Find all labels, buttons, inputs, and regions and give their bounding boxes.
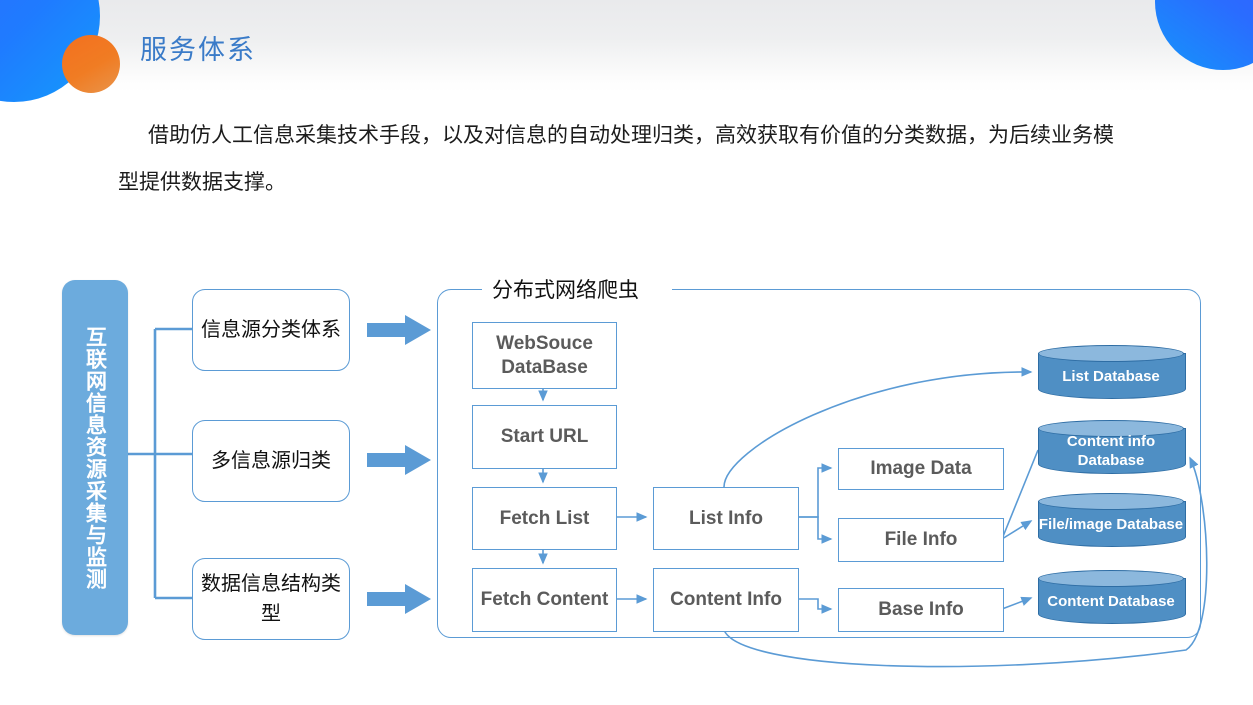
flow-box-fetch-content-label: Fetch Content [480, 589, 609, 610]
database-cylinder-top [1038, 493, 1184, 510]
flow-box-file-info[interactable]: File Info [838, 518, 1004, 562]
orange-circle-decoration [62, 35, 120, 93]
database-cylinder-content[interactable]: Content Database [1038, 570, 1186, 626]
database-cylinder-top [1038, 420, 1184, 437]
flow-box-image-data-label: Image Data [870, 458, 972, 479]
vertical-title-bar-label: 互联网信息资源采集与监测 [83, 325, 107, 590]
crawler-group-label-mask [482, 282, 672, 297]
intro-paragraph: 借助仿人工信息采集技术手段，以及对信息的自动处理归类，高效获取有价值的分类数据，… [118, 124, 1114, 194]
database-cylinder-top [1038, 570, 1184, 587]
category-box-2[interactable]: 多信息源归类 [192, 420, 350, 502]
page-title: 服务体系 [140, 35, 256, 65]
category-box-2-label: 多信息源归类 [211, 450, 331, 472]
database-cylinder-content-info[interactable]: Content info Database [1038, 420, 1186, 476]
database-cylinder-file-image[interactable]: File/image Database [1038, 493, 1186, 549]
flow-box-file-info-label: File Info [884, 529, 958, 550]
flow-box-start-url-label: Start URL [500, 426, 589, 447]
header-band [0, 0, 1253, 92]
flow-box-base-info-label: Base Info [878, 599, 964, 620]
crawler-group-label: 分布式网络爬虫 [492, 279, 639, 302]
connector-lines [128, 327, 1208, 668]
database-cylinder-content-label: Content Database [1047, 592, 1175, 610]
flow-box-content-info[interactable]: Content Info [653, 568, 799, 632]
fat-arrow-icon-3 [367, 584, 431, 614]
flow-box-list-info-label: List Info [689, 507, 763, 529]
flow-box-start-url[interactable]: Start URL [472, 405, 617, 469]
category-box-1-label: 信息源分类体系 [201, 319, 341, 341]
database-cylinder-top [1038, 345, 1184, 362]
flow-box-list-info[interactable]: List Info [653, 487, 799, 550]
database-cylinder-list[interactable]: List Database [1038, 345, 1186, 401]
database-cylinder-content-info-label: Content info Database [1066, 433, 1156, 469]
category-box-3[interactable]: 数据信息结构类型 [192, 558, 350, 640]
database-cylinder-file-image-label: File/image Database [1038, 515, 1184, 533]
flow-box-image-data[interactable]: Image Data [838, 448, 1004, 490]
database-cylinder-list-label: List Database [1062, 367, 1160, 385]
service-architecture-diagram: 互联网信息资源采集与监测 信息源分类体系 多信息源归类 数据信息结构类型 分布式… [0, 250, 1253, 690]
flow-box-websouce-database[interactable]: WebSouce DataBase [472, 322, 617, 389]
flow-box-fetch-content[interactable]: Fetch Content [472, 568, 617, 632]
fat-arrow-icon-1 [367, 315, 431, 345]
category-box-3-label: 数据信息结构类型 [201, 573, 341, 625]
database-cylinder-body [1038, 428, 1186, 474]
crawler-group-container [437, 289, 1201, 638]
flow-box-fetch-list-label: Fetch List [499, 507, 590, 529]
category-box-1[interactable]: 信息源分类体系 [192, 289, 350, 371]
flow-box-websouce-database-label: WebSouce DataBase [496, 332, 593, 378]
vertical-title-bar: 互联网信息资源采集与监测 [62, 280, 128, 635]
flow-box-content-info-label: Content Info [670, 589, 782, 610]
fat-arrow-icon-2 [367, 445, 431, 475]
flow-box-base-info[interactable]: Base Info [838, 588, 1004, 632]
flow-box-fetch-list[interactable]: Fetch List [472, 487, 617, 550]
